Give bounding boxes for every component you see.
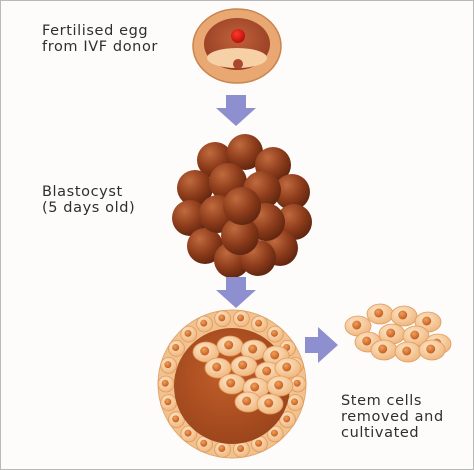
trophoblast-cell xyxy=(251,435,268,453)
stem-cells-illustration xyxy=(344,303,452,363)
trophoblast-cell xyxy=(160,357,178,374)
inner-cell-mass-cell xyxy=(256,393,284,415)
trophoblast-cell xyxy=(168,411,185,429)
blastocyst-label: Blastocyst (5 days old) xyxy=(42,184,136,216)
stem-cell xyxy=(366,303,394,325)
trophoblast-cell xyxy=(266,325,284,343)
trophoblast-cell xyxy=(180,425,198,443)
stem-cell xyxy=(390,305,418,327)
inner-cell-mass-cell xyxy=(216,335,244,357)
trophoblast-cell xyxy=(232,310,250,328)
right-arrow-icon xyxy=(305,327,338,363)
trophoblast-cell xyxy=(279,411,296,429)
egg-nucleus-icon xyxy=(231,29,245,43)
trophoblast-cell xyxy=(168,339,185,357)
trophoblast-cell xyxy=(266,425,284,443)
down-arrow-icon xyxy=(216,95,256,126)
inner-cell-mass-cell xyxy=(274,357,302,379)
stem-cell xyxy=(370,339,398,361)
down-arrow-icon xyxy=(216,277,256,308)
inner-cell-mass-cell xyxy=(204,357,232,379)
trophoblast-cell xyxy=(196,315,213,333)
trophoblast-cell xyxy=(157,375,175,393)
stem-cells-label: Stem cells removed and cultivated xyxy=(341,393,444,441)
trophoblast-cell xyxy=(160,394,178,411)
fertilised-egg-illustration xyxy=(192,8,282,84)
inner-cell-mass-cell xyxy=(218,373,246,395)
trophoblast-cell xyxy=(214,310,232,328)
stem-cell xyxy=(378,323,406,345)
trophoblast-cell xyxy=(196,435,213,453)
blastocyst-cross-section-illustration xyxy=(157,309,307,459)
stem-cell xyxy=(418,339,446,361)
stem-cell xyxy=(394,341,422,363)
trophoblast-cell xyxy=(180,325,198,343)
trophoblast-cell xyxy=(286,394,304,411)
inner-cell-mass-cell xyxy=(230,355,258,377)
inner-cell-mass-cell xyxy=(266,375,294,397)
fertilised-egg-label: Fertilised egg from IVF donor xyxy=(42,23,158,55)
inner-cell-mass-cell xyxy=(192,341,220,363)
blastocyst-illustration xyxy=(172,134,312,278)
trophoblast-cell xyxy=(251,315,268,333)
